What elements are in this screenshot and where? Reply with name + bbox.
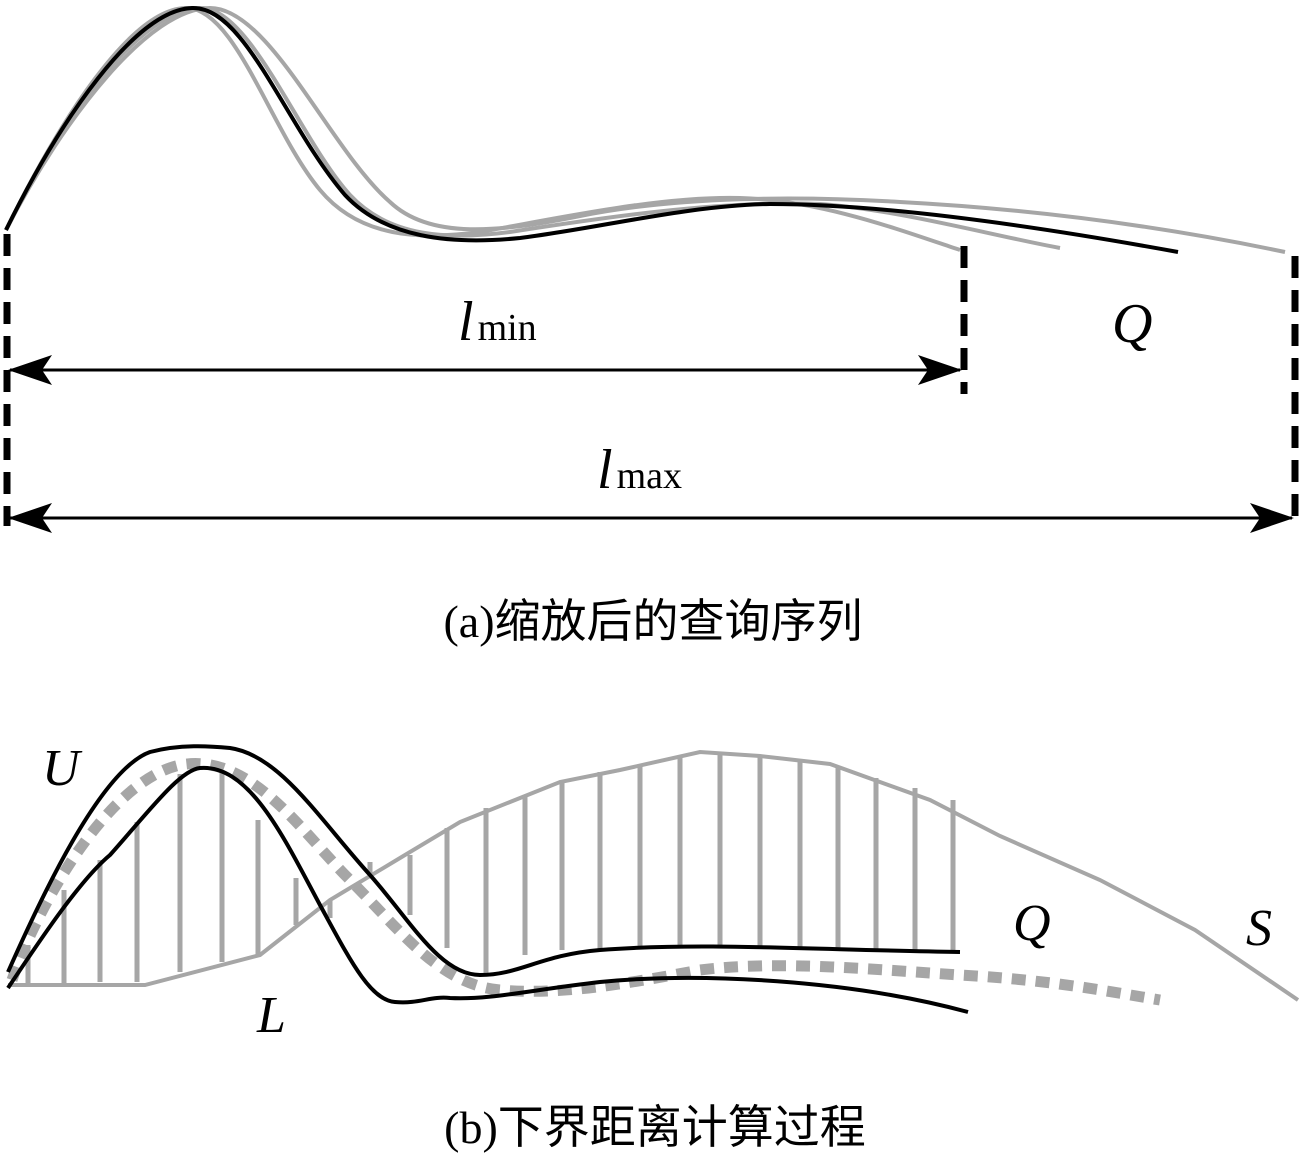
upper-envelope-u [6, 744, 961, 978]
candidate-sequence-s [8, 749, 1300, 1002]
q-label-b: Q [1013, 895, 1051, 952]
q-label-a: Q [1112, 293, 1152, 355]
panel-b: U L Q S (b)下界距离计算过程 [6, 740, 1300, 1153]
lower-envelope-l [6, 765, 969, 1014]
u-label: U [42, 740, 83, 797]
distance-hatching [25, 752, 956, 985]
l-label: L [256, 987, 286, 1044]
scaled-query-short [4, 5, 961, 252]
caption-a: (a)缩放后的查询序列 [443, 596, 862, 647]
scaled-query-long [4, 5, 1286, 254]
original-query [4, 5, 1179, 254]
query-sequence-q [6, 758, 1161, 1006]
s-label: S [1246, 900, 1272, 957]
caption-b: (b)下界距离计算过程 [444, 1102, 866, 1153]
